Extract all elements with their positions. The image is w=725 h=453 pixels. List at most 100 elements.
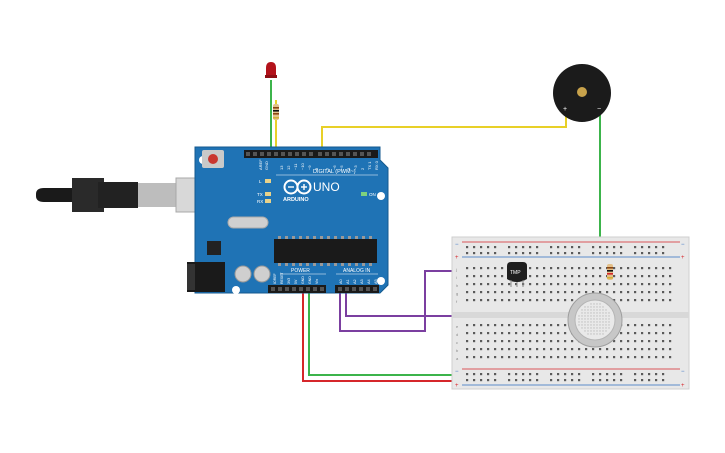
breadboard-hole[interactable] (648, 356, 651, 359)
breadboard-hole[interactable] (522, 252, 525, 255)
breadboard-hole[interactable] (466, 348, 469, 351)
breadboard-hole[interactable] (480, 332, 483, 335)
breadboard-hole[interactable] (536, 332, 539, 335)
breadboard-hole[interactable] (480, 340, 483, 343)
breadboard-hole[interactable] (613, 267, 616, 270)
breadboard-hole[interactable] (564, 356, 567, 359)
breadboard-hole[interactable] (578, 275, 581, 278)
breadboard-hole[interactable] (515, 379, 518, 382)
breadboard-hole[interactable] (522, 299, 525, 302)
breadboard-hole[interactable] (655, 356, 658, 359)
breadboard-hole[interactable] (655, 332, 658, 335)
breadboard-hole[interactable] (515, 356, 518, 359)
breadboard-hole[interactable] (473, 324, 476, 327)
breadboard-hole[interactable] (473, 356, 476, 359)
breadboard-hole[interactable] (620, 275, 623, 278)
breadboard-hole[interactable] (599, 246, 602, 249)
breadboard-hole[interactable] (515, 324, 518, 327)
breadboard-hole[interactable] (606, 373, 609, 376)
breadboard-hole[interactable] (564, 332, 567, 335)
breadboard-hole[interactable] (592, 348, 595, 351)
breadboard-hole[interactable] (592, 379, 595, 382)
breadboard-hole[interactable] (557, 324, 560, 327)
breadboard-hole[interactable] (634, 348, 637, 351)
breadboard-hole[interactable] (480, 275, 483, 278)
breadboard-hole[interactable] (592, 291, 595, 294)
breadboard-hole[interactable] (536, 283, 539, 286)
breadboard-hole[interactable] (550, 340, 553, 343)
breadboard-hole[interactable] (592, 275, 595, 278)
temperature-sensor[interactable]: TMP (507, 262, 527, 287)
breadboard-hole[interactable] (578, 283, 581, 286)
breadboard-hole[interactable] (669, 299, 672, 302)
breadboard-hole[interactable] (641, 348, 644, 351)
breadboard-hole[interactable] (641, 373, 644, 376)
breadboard-hole[interactable] (529, 275, 532, 278)
breadboard-hole[interactable] (564, 348, 567, 351)
breadboard-hole[interactable] (585, 356, 588, 359)
breadboard-hole[interactable] (648, 373, 651, 376)
breadboard-hole[interactable] (571, 291, 574, 294)
breadboard-hole[interactable] (480, 246, 483, 249)
breadboard-hole[interactable] (599, 283, 602, 286)
breadboard-hole[interactable] (655, 252, 658, 255)
breadboard-hole[interactable] (508, 291, 511, 294)
breadboard-hole[interactable] (634, 252, 637, 255)
breadboard-hole[interactable] (613, 291, 616, 294)
breadboard-hole[interactable] (543, 356, 546, 359)
breadboard-hole[interactable] (543, 299, 546, 302)
breadboard-hole[interactable] (634, 283, 637, 286)
breadboard-hole[interactable] (599, 356, 602, 359)
breadboard-hole[interactable] (466, 246, 469, 249)
breadboard-hole[interactable] (655, 275, 658, 278)
breadboard-hole[interactable] (662, 348, 665, 351)
breadboard-hole[interactable] (662, 299, 665, 302)
breadboard-hole[interactable] (648, 275, 651, 278)
breadboard-hole[interactable] (487, 332, 490, 335)
breadboard-hole[interactable] (564, 246, 567, 249)
breadboard-hole[interactable] (522, 379, 525, 382)
breadboard-hole[interactable] (620, 291, 623, 294)
breadboard-hole[interactable] (662, 246, 665, 249)
breadboard-hole[interactable] (662, 275, 665, 278)
breadboard-hole[interactable] (662, 291, 665, 294)
breadboard-hole[interactable] (613, 252, 616, 255)
breadboard-hole[interactable] (634, 267, 637, 270)
breadboard-hole[interactable] (599, 267, 602, 270)
breadboard-hole[interactable] (655, 340, 658, 343)
breadboard-hole[interactable] (655, 246, 658, 249)
breadboard-hole[interactable] (557, 267, 560, 270)
breadboard-hole[interactable] (592, 283, 595, 286)
breadboard-hole[interactable] (613, 373, 616, 376)
breadboard-hole[interactable] (655, 267, 658, 270)
breadboard-hole[interactable] (634, 291, 637, 294)
breadboard-hole[interactable] (501, 332, 504, 335)
breadboard-hole[interactable] (529, 332, 532, 335)
breadboard-hole[interactable] (557, 246, 560, 249)
breadboard-hole[interactable] (529, 373, 532, 376)
breadboard-hole[interactable] (627, 299, 630, 302)
breadboard-hole[interactable] (529, 348, 532, 351)
breadboard-hole[interactable] (578, 252, 581, 255)
breadboard-hole[interactable] (634, 373, 637, 376)
breadboard-hole[interactable] (613, 283, 616, 286)
breadboard-hole[interactable] (564, 299, 567, 302)
breadboard-hole[interactable] (648, 332, 651, 335)
breadboard-hole[interactable] (564, 267, 567, 270)
breadboard-hole[interactable] (564, 283, 567, 286)
breadboard-hole[interactable] (627, 291, 630, 294)
breadboard-hole[interactable] (536, 267, 539, 270)
breadboard-hole[interactable] (655, 373, 658, 376)
breadboard-hole[interactable] (550, 275, 553, 278)
breadboard-hole[interactable] (494, 324, 497, 327)
breadboard-hole[interactable] (466, 379, 469, 382)
breadboard-hole[interactable] (536, 246, 539, 249)
breadboard-hole[interactable] (480, 348, 483, 351)
breadboard-hole[interactable] (487, 291, 490, 294)
breadboard-hole[interactable] (662, 252, 665, 255)
breadboard-hole[interactable] (494, 379, 497, 382)
breadboard-hole[interactable] (620, 267, 623, 270)
breadboard-hole[interactable] (655, 291, 658, 294)
breadboard-hole[interactable] (599, 291, 602, 294)
breadboard-hole[interactable] (627, 340, 630, 343)
